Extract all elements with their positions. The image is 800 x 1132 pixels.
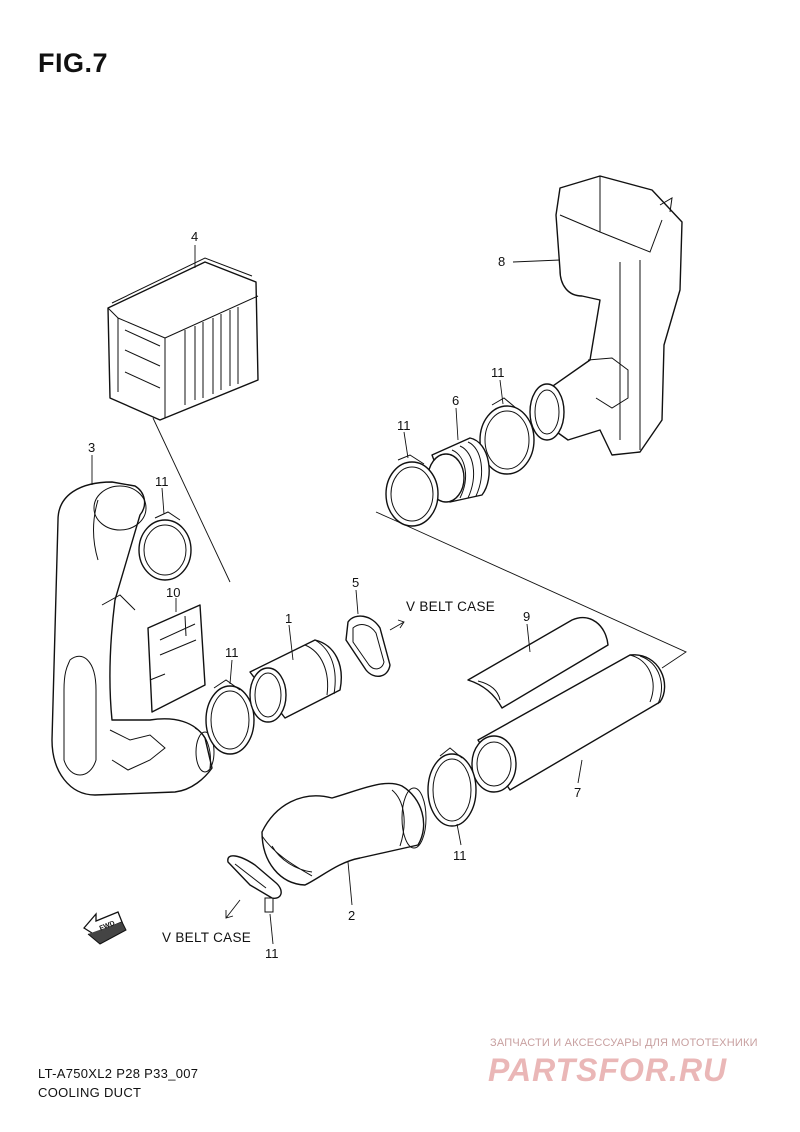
part-11-clamp-a xyxy=(138,511,192,581)
part-3-duct xyxy=(51,481,215,796)
callout-11-e: 11 xyxy=(453,848,467,863)
part-4-cover xyxy=(107,257,259,421)
leader-9 xyxy=(526,623,531,653)
callout-8: 8 xyxy=(498,254,505,269)
fwd-arrow-icon xyxy=(83,911,127,945)
callout-4: 4 xyxy=(191,229,198,244)
part-11-clamp-c xyxy=(479,397,535,475)
callout-5: 5 xyxy=(352,575,359,590)
part-1-sleeve xyxy=(249,639,342,723)
callout-10: 10 xyxy=(166,585,180,600)
part-2-bend-duct xyxy=(261,782,427,886)
callout-11-b: 11 xyxy=(225,645,239,660)
part-11-clamp-f xyxy=(227,855,282,913)
watermark-logo: PARTSFOR.RU xyxy=(488,1052,728,1088)
callout-11-c: 11 xyxy=(491,365,505,380)
callout-7: 7 xyxy=(574,785,581,800)
leader-11-a xyxy=(161,487,165,515)
leader-7 xyxy=(577,759,583,784)
part-7-tube xyxy=(471,654,666,793)
leader-11-b xyxy=(229,659,233,685)
leader-11-d xyxy=(403,431,409,459)
guide-line xyxy=(375,511,687,669)
leader-11-c xyxy=(499,379,504,405)
leader-1 xyxy=(288,624,294,661)
vbelt-case-label-top: V BELT CASE xyxy=(406,599,495,614)
part-11-clamp-e xyxy=(427,747,477,827)
vbelt-case-label-bottom: V BELT CASE xyxy=(162,930,251,945)
leader-4-3 xyxy=(152,417,231,583)
leader-11-f xyxy=(269,913,274,945)
callout-1: 1 xyxy=(285,611,292,626)
leader-2 xyxy=(347,861,353,906)
arrow-vbelt-bottom xyxy=(225,899,241,919)
leader-8 xyxy=(512,259,561,263)
callout-6: 6 xyxy=(452,393,459,408)
watermark-text: ЗАПЧАСТИ И АКСЕССУАРЫ ДЛЯ МОТОТЕХНИКИ xyxy=(490,1037,758,1049)
leader-5 xyxy=(355,589,359,615)
figure-title: FIG.7 xyxy=(38,48,109,78)
part-8-duct xyxy=(529,175,683,456)
part-11-clamp-d xyxy=(385,454,439,527)
part-11-clamp-b xyxy=(205,679,255,755)
part-9-cover xyxy=(467,617,609,709)
leader-6 xyxy=(455,407,459,441)
diagram-code: LT-A750XL2 P28 P33_007 xyxy=(38,1066,199,1081)
footer: LT-A750XL2 P28 P33_007 COOLING DUCT xyxy=(38,1064,198,1102)
callout-2: 2 xyxy=(348,908,355,923)
part-10-pad xyxy=(147,604,206,713)
callout-11-a: 11 xyxy=(155,474,169,489)
arrow-vbelt-top xyxy=(389,619,405,631)
callout-11-f: 11 xyxy=(265,946,279,961)
callout-11-d: 11 xyxy=(397,418,411,433)
diagram-name: COOLING DUCT xyxy=(38,1085,142,1100)
callout-9: 9 xyxy=(523,609,530,624)
callout-3: 3 xyxy=(88,440,95,455)
part-5-seal xyxy=(345,615,391,677)
leader-11-e xyxy=(456,823,462,846)
